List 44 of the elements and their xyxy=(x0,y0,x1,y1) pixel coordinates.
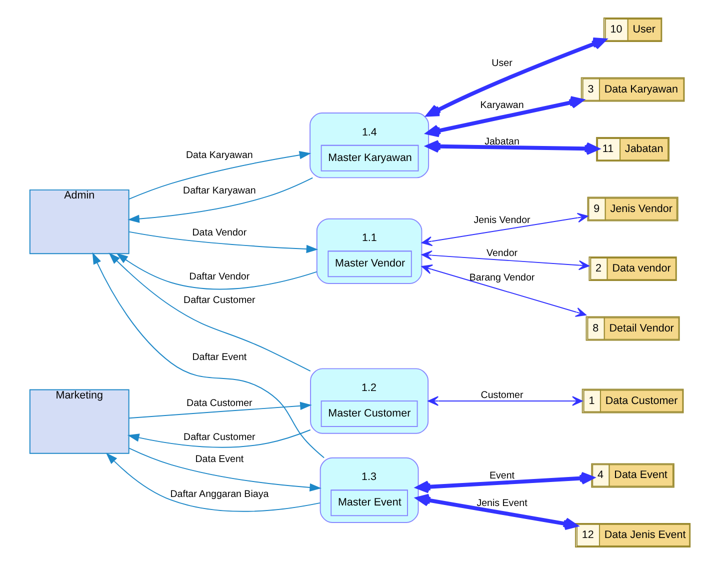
arrow xyxy=(128,177,314,223)
edge-label: Data Vendor xyxy=(192,227,247,238)
edge-label: Daftar Event xyxy=(192,352,247,363)
edge-label: Data Event xyxy=(195,454,244,465)
edge-label: Data Customer xyxy=(186,398,252,409)
node-box: Admin xyxy=(29,189,130,254)
edge-label: Daftar Vendor xyxy=(189,272,250,283)
arrow xyxy=(416,494,578,530)
arrow xyxy=(426,38,606,117)
arrow xyxy=(421,264,586,317)
arrow xyxy=(116,253,318,290)
arrow xyxy=(128,402,312,419)
arrow xyxy=(428,396,583,406)
arrow xyxy=(106,452,321,512)
edge-label: Jabatan xyxy=(484,136,520,148)
arrow xyxy=(426,140,599,155)
arrow xyxy=(426,96,584,138)
edge-label: Customer xyxy=(480,390,524,402)
arrow xyxy=(416,472,594,494)
edge-label: Daftar Anggaran Biaya xyxy=(170,489,269,500)
arrow xyxy=(127,429,311,448)
node-box: 1.3 Master Event xyxy=(320,457,419,523)
edge-label: Jenis Event xyxy=(476,498,528,509)
edge-label: Daftar Karyawan xyxy=(183,185,256,196)
arrow xyxy=(128,231,318,254)
arrow xyxy=(421,212,588,246)
edge-label: Vendor xyxy=(486,248,518,260)
node-box: 1.2 Master Customer xyxy=(310,368,429,434)
edge-label: Data Karyawan xyxy=(186,150,253,162)
edge-label: Daftar Customer xyxy=(184,432,256,444)
arrow xyxy=(108,252,311,372)
edge-label: Daftar Customer xyxy=(184,295,256,306)
edge-label: User xyxy=(492,58,512,70)
edge-label: Event xyxy=(490,470,515,482)
arrow xyxy=(128,151,312,200)
edge-label: Barang Vendor xyxy=(469,272,535,284)
node-box: 1.1 Master Vendor xyxy=(316,218,422,284)
arrow xyxy=(421,250,590,270)
edge-label: Jenis Vendor xyxy=(474,214,530,226)
arrow xyxy=(128,448,322,492)
arrow xyxy=(92,252,325,458)
node-box: Marketing xyxy=(29,389,130,454)
edge-label: Karyawan xyxy=(480,100,524,112)
node-box: 1.4 Master Karyawan xyxy=(310,112,430,178)
